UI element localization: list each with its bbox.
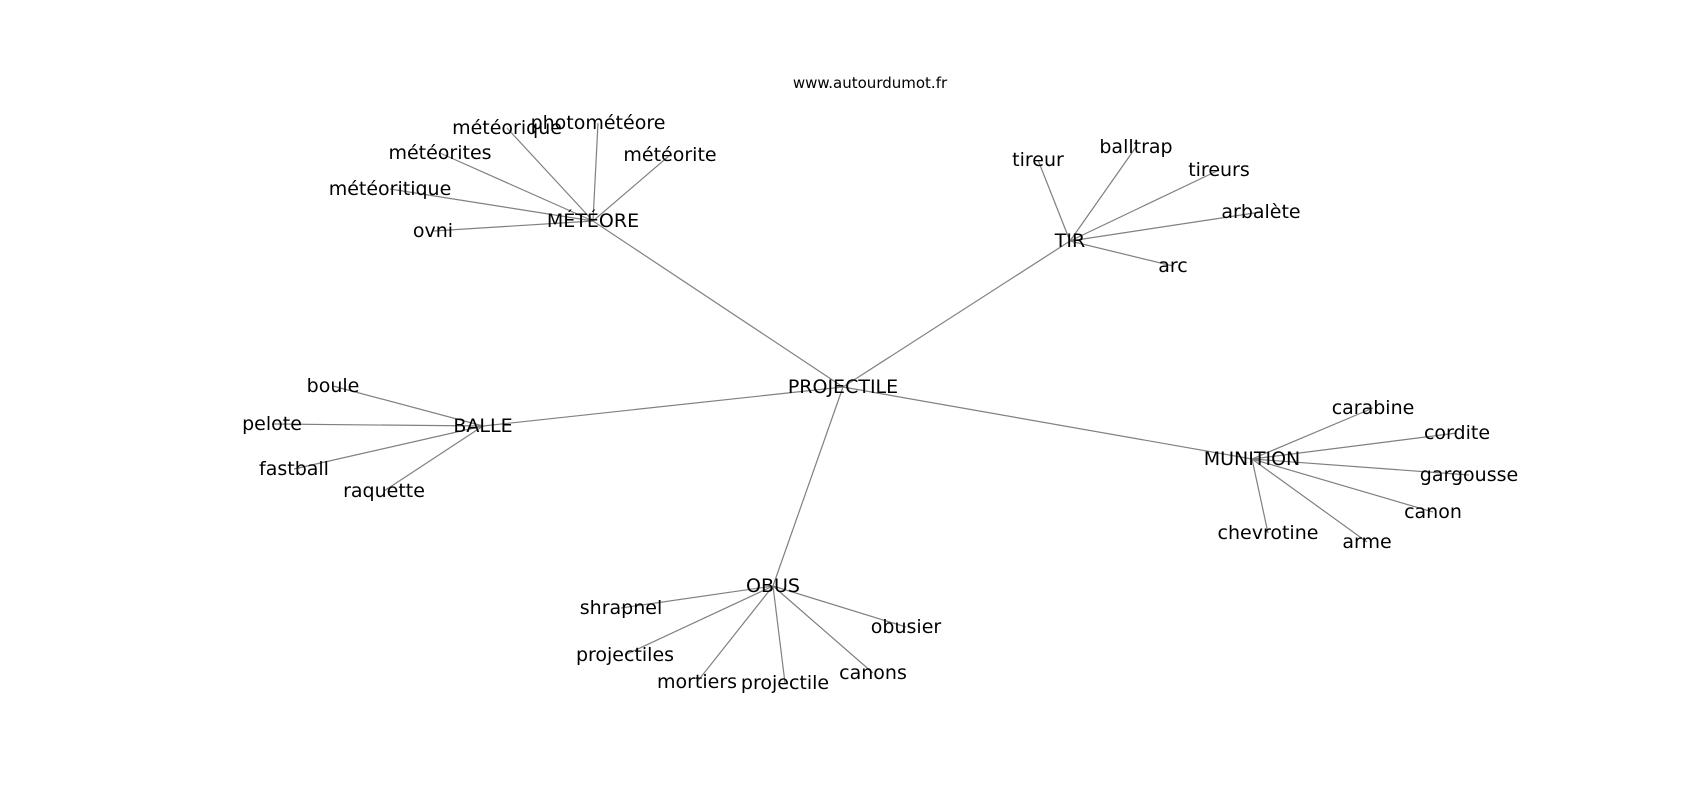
edge-balle-fastball — [293, 425, 484, 470]
leaf-node-balltrap[interactable]: balltrap — [1099, 136, 1172, 158]
leaf-node-projectile[interactable]: projectile — [741, 672, 829, 694]
edge-center-balle — [482, 386, 844, 427]
leaf-node-mortiers[interactable]: mortiers — [657, 671, 737, 693]
edge-obus-shrapnel — [620, 585, 774, 609]
edge-balle-raquette — [383, 425, 484, 492]
edge-tir-tireur — [1037, 159, 1071, 242]
edge-center-munition — [842, 386, 1253, 460]
leaf-node-meteoritique[interactable]: météoritique — [329, 178, 452, 200]
leaf-node-boule[interactable]: boule — [307, 375, 360, 397]
hub-node-munition[interactable]: MUNITION — [1204, 448, 1301, 470]
leaf-node-photometeore[interactable]: photométéore — [531, 112, 666, 134]
edge-meteore-meteorite — [592, 154, 671, 222]
edge-obus-canons — [772, 585, 874, 674]
edge-balle-pelote — [271, 423, 484, 427]
edge-obus-projectile — [772, 585, 786, 684]
edge-center-obus — [772, 386, 844, 587]
leaf-node-tireurs[interactable]: tireurs — [1188, 159, 1250, 181]
leaf-node-cordite[interactable]: cordite — [1424, 422, 1490, 444]
leaf-node-carabine[interactable]: carabine — [1332, 397, 1415, 419]
leaf-node-shrapnel[interactable]: shrapnel — [580, 597, 662, 619]
edge-obus-obusier — [772, 585, 907, 628]
edge-tir-arc — [1069, 240, 1174, 267]
leaf-node-chevrotine[interactable]: chevrotine — [1218, 522, 1319, 544]
leaf-node-tireur[interactable]: tireur — [1012, 149, 1064, 171]
center-node[interactable]: PROJECTILE — [788, 376, 898, 398]
leaf-node-canon[interactable]: canon — [1404, 501, 1462, 523]
edge-meteore-photometeore — [592, 122, 599, 222]
hub-node-tir[interactable]: TIR — [1054, 230, 1085, 252]
hub-node-meteore[interactable]: MÉTÉORE — [547, 209, 639, 232]
leaf-node-ovni[interactable]: ovni — [413, 220, 453, 242]
leaf-node-meteorique[interactable]: météorique — [452, 117, 562, 139]
leaf-node-arme[interactable]: arme — [1342, 531, 1391, 553]
hub-node-obus[interactable]: OBUS — [746, 575, 800, 597]
leaf-node-meteorites[interactable]: météorites — [388, 142, 491, 164]
edge-munition-gargousse — [1251, 458, 1470, 476]
leaf-node-raquette[interactable]: raquette — [343, 480, 425, 502]
site-watermark: www.autourdumot.fr — [793, 74, 948, 92]
edge-munition-carabine — [1251, 407, 1374, 460]
edge-munition-chevrotine — [1251, 458, 1269, 534]
hub-node-balle[interactable]: BALLE — [453, 415, 512, 437]
leaf-node-meteorite[interactable]: météorite — [623, 144, 716, 166]
leaf-node-fastball[interactable]: fastball — [259, 458, 329, 480]
edge-tir-tireurs — [1069, 169, 1220, 242]
edge-meteore-ovni — [432, 220, 594, 232]
edge-munition-canon — [1251, 458, 1434, 513]
edge-munition-arme — [1251, 458, 1368, 543]
leaf-node-obusier[interactable]: obusier — [871, 616, 942, 638]
leaf-node-pelote[interactable]: pelote — [242, 413, 302, 435]
leaf-node-projectiles[interactable]: projectiles — [576, 644, 674, 666]
edge-obus-projectiles — [624, 585, 774, 656]
edge-meteore-meteorites — [439, 152, 594, 222]
edge-balle-boule — [332, 385, 484, 427]
graph-edges — [271, 122, 1470, 684]
leaf-node-canons[interactable]: canons — [839, 662, 907, 684]
edge-tir-balltrap — [1069, 146, 1137, 242]
edge-obus-mortiers — [696, 585, 774, 683]
leaf-node-arc[interactable]: arc — [1158, 255, 1187, 277]
edge-tir-arbalete — [1069, 211, 1262, 242]
leaf-node-gargousse[interactable]: gargousse — [1420, 464, 1518, 486]
edge-meteore-meteorique — [506, 127, 594, 222]
leaf-node-arbalete[interactable]: arbalète — [1221, 201, 1300, 223]
edge-center-tir — [842, 240, 1071, 388]
edge-meteore-meteoritique — [389, 188, 594, 222]
edge-center-meteore — [592, 220, 844, 388]
edge-munition-cordite — [1251, 432, 1458, 460]
